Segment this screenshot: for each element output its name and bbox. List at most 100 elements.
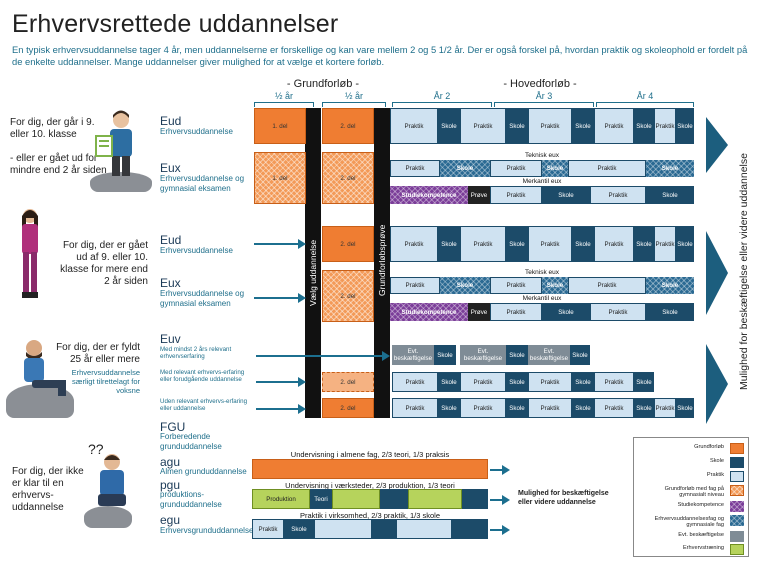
man-figure — [24, 340, 66, 396]
program-eux-2-sub: Erhvervsuddannelse og gymnasial eksamen — [160, 289, 245, 308]
question-1b: - eller er gået ud for mindre end 2 år s… — [10, 153, 107, 176]
praktik: Praktik — [528, 372, 572, 392]
legend-swatch — [730, 531, 744, 542]
praktik: Praktik — [252, 519, 284, 539]
intro-text: En typisk erhvervsuddannelse tager 4 år,… — [12, 44, 748, 67]
tick-year-4: År 4 — [636, 91, 654, 101]
merkantil-eux-label: Merkantil eux — [522, 295, 562, 302]
beskaeftigelse: Evt. beskæftigelse — [460, 345, 506, 365]
phase-hovedforlob: - Hovedforløb - — [503, 78, 577, 90]
praktik: Praktik — [654, 398, 676, 418]
praktik: Praktik — [390, 160, 440, 177]
skole-segment — [452, 519, 488, 539]
flow-arrow — [490, 495, 510, 505]
skole-eux: Skole — [440, 160, 490, 177]
skole: Skole — [572, 226, 594, 262]
grundforlobsprove-label: Grundforløbsprøve — [377, 224, 387, 296]
skole: Skole — [438, 226, 460, 262]
grundforlob-gym-del2: 2. del — [322, 270, 374, 322]
legend-item: Grundforløb med fag på gymnasialt niveau — [638, 485, 746, 498]
agu-bar — [252, 459, 488, 479]
legend-swatch — [730, 471, 744, 482]
skole: Skole — [634, 108, 654, 144]
legend-item: Skole — [638, 457, 746, 469]
praktik: Praktik — [594, 108, 634, 144]
skole-eux: Skole — [646, 160, 694, 177]
skole: Skole — [634, 398, 654, 418]
program-eud: Eud — [160, 114, 182, 128]
tick-line — [392, 102, 492, 107]
outcome-vertical-label: Mulighed for beskæftigelse eller videre … — [738, 153, 750, 390]
praktik: Praktik — [490, 160, 542, 177]
praktik: Praktik — [528, 108, 572, 144]
tick-half-1: ½ år — [274, 91, 293, 101]
legend-label: Erhvervstræning — [682, 545, 724, 551]
skole: Skole — [438, 108, 460, 144]
praktik: Praktik — [390, 108, 438, 144]
skole: Skole — [542, 303, 590, 321]
legend-label: Evt. beskæftigelse — [678, 532, 724, 538]
legend-item: Erhvervstræning — [638, 544, 746, 556]
legend-swatch — [730, 443, 744, 454]
program-agu-sub: Almen grunduddannelse — [160, 467, 247, 476]
tick-half-2: ½ år — [344, 91, 363, 101]
praktik: Praktik — [594, 226, 634, 262]
praktik: Praktik — [590, 303, 646, 321]
flow-arrow — [256, 404, 306, 414]
question-4: For dig, der ikke er klar til en erhverv… — [12, 466, 84, 513]
legend-label: Praktik — [706, 472, 724, 478]
teknisk-eux-label: Teknisk eux — [525, 269, 559, 276]
fgu-outcome: Mulighed for beskæftigelse eller videre … — [518, 490, 609, 506]
praktik: Praktik — [568, 277, 646, 294]
skole: Skole — [572, 108, 594, 144]
produktion-segment — [332, 489, 380, 509]
flow-arrow — [490, 465, 510, 475]
skole: Skole — [572, 398, 594, 418]
teori: Teori — [310, 489, 332, 509]
studiekompetence: Studiekompetence — [390, 186, 468, 204]
legend-item: Studiekompetence — [638, 501, 746, 513]
skole-eux: Skole — [542, 160, 568, 177]
skole-eux: Skole — [440, 277, 490, 294]
euv-route-3: Uden relevant erhvervs-erfaring eller ud… — [160, 398, 248, 413]
outcome-chevron — [706, 117, 728, 173]
program-pgu-sub: produktions-grunduddannelse — [160, 490, 222, 509]
legend-label: Studiekompetence — [677, 502, 724, 508]
praktik-segment — [314, 519, 372, 539]
tick-year-3: År 3 — [535, 91, 553, 101]
flow-arrow — [254, 293, 306, 303]
program-egu: egu — [160, 513, 181, 527]
legend-swatch — [730, 544, 744, 555]
skole-segment — [372, 519, 396, 539]
merkantil-eux-label: Merkantil eux — [522, 178, 562, 185]
praktik: Praktik — [528, 398, 572, 418]
praktik: Praktik — [460, 398, 506, 418]
praktik: Praktik — [460, 108, 506, 144]
grundforlob-gym-del2: 2. del — [322, 152, 374, 204]
outcome-chevron — [706, 344, 728, 424]
tick-line — [596, 102, 694, 107]
grundforlobsprove-bar — [374, 108, 390, 418]
skole: Skole — [438, 398, 460, 418]
euv-route-2: Med relevant erhvervs-erfaring eller for… — [160, 369, 245, 384]
skole: Skole — [284, 519, 314, 539]
tick-line — [322, 102, 386, 107]
praktik-segment — [396, 519, 452, 539]
program-eux: Eux — [160, 161, 181, 175]
praktik: Praktik — [460, 226, 506, 262]
tick-line — [254, 102, 314, 107]
teknisk-eux-label: Teknisk eux — [525, 152, 559, 159]
skole: Skole — [506, 398, 528, 418]
legend-label: Skole — [710, 458, 724, 464]
legend-swatch — [730, 457, 744, 468]
praktik: Praktik — [390, 277, 440, 294]
program-eud-sub: Erhvervsuddannelse — [160, 127, 233, 136]
praktik: Praktik — [590, 186, 646, 204]
tick-year-2: År 2 — [433, 91, 451, 101]
flow-arrow — [254, 239, 306, 249]
legend-item: Praktik — [638, 471, 746, 483]
teori-segment — [462, 489, 488, 509]
vaelg-uddannelse-bar — [305, 108, 321, 418]
skole-eux: Skole — [542, 277, 568, 294]
grundforlob-gym-del1: 1. del — [254, 152, 306, 204]
